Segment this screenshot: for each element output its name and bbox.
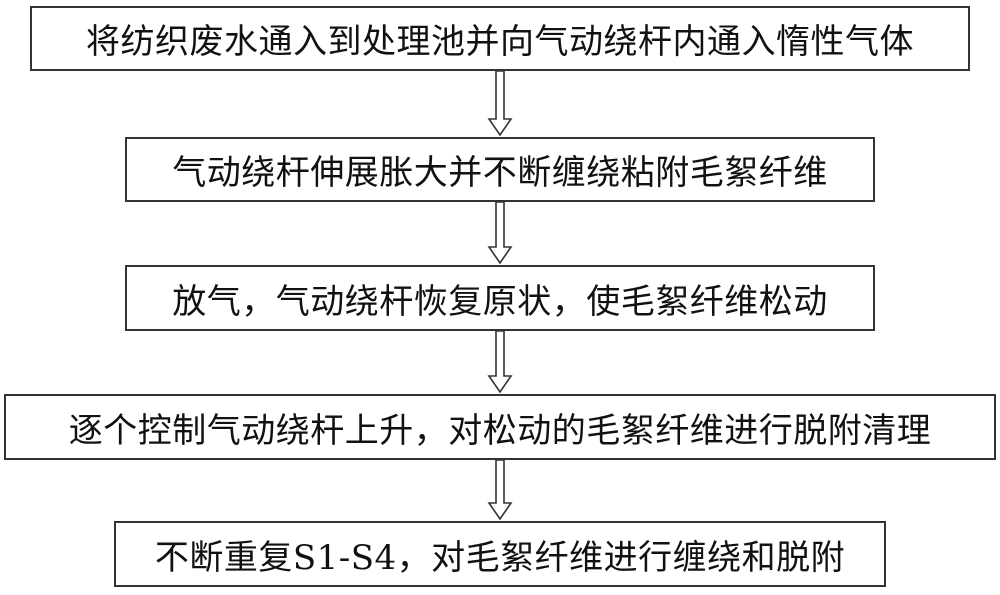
step-2-text: 气动绕杆伸展胀大并不断缠绕粘附毛絮纤维 xyxy=(172,153,828,193)
step-2-box: 气动绕杆伸展胀大并不断缠绕粘附毛絮纤维 xyxy=(125,137,875,202)
down-arrow-icon xyxy=(487,331,513,394)
step-1-box: 将纺织废水通入到处理池并向气动绕杆内通入惰性气体 xyxy=(30,6,970,71)
step-3-text: 放气，气动绕杆恢复原状，使毛絮纤维松动 xyxy=(172,281,828,322)
step-3-box: 放气，气动绕杆恢复原状，使毛絮纤维松动 xyxy=(125,265,875,331)
step-5-box: 不断重复S1-S4，对毛絮纤维进行缠绕和脱附 xyxy=(114,521,886,587)
down-arrow-icon xyxy=(487,460,513,521)
step-1-text: 将纺织废水通入到处理池并向气动绕杆内通入惰性气体 xyxy=(86,22,914,62)
down-arrow-icon xyxy=(487,202,513,265)
down-arrow-icon xyxy=(487,71,513,137)
step-4-box: 逐个控制气动绕杆上升，对松动的毛絮纤维进行脱附清理 xyxy=(4,394,996,460)
step-5-text: 不断重复S1-S4，对毛絮纤维进行缠绕和脱附 xyxy=(154,537,846,578)
step-4-text: 逐个控制气动绕杆上升，对松动的毛絮纤维进行脱附清理 xyxy=(68,410,932,451)
